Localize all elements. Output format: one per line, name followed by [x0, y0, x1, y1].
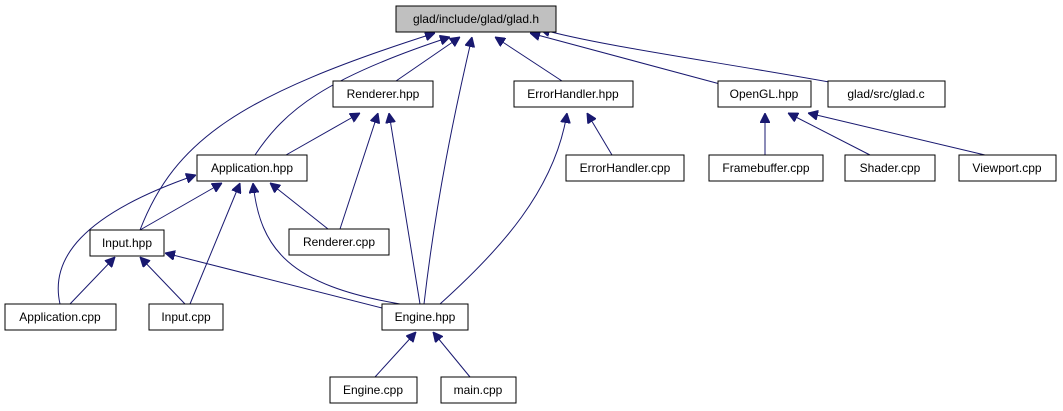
node-opengl-hpp[interactable]: OpenGL.hpp [717, 80, 812, 108]
dependency-edges [57, 29, 986, 378]
node-label: Framebuffer.cpp [722, 161, 809, 175]
node-label: Input.cpp [161, 310, 211, 324]
node-label: Engine.cpp [343, 383, 403, 397]
edge-engine-hpp-to-errorhandler-hpp [439, 113, 567, 305]
node-label: glad/src/glad.c [847, 87, 924, 101]
edge-input-hpp-to-glad-h [139, 33, 435, 231]
edge-errorhandler-cpp-to-errorhandler-hpp [587, 113, 613, 156]
node-label: main.cpp [454, 383, 503, 397]
node-label: Renderer.cpp [303, 235, 375, 249]
edge-main-cpp-to-engine-hpp [433, 332, 471, 378]
node-label: Application.hpp [211, 161, 293, 175]
file-nodes: glad/include/glad/glad.h Renderer.hpp Er… [4, 5, 1057, 404]
edge-glad-c-to-glad-h [540, 29, 841, 85]
node-viewport-cpp[interactable]: Viewport.cpp [958, 154, 1057, 182]
edge-shader-cpp-to-opengl-hpp [788, 113, 871, 156]
node-errorhandler-cpp[interactable]: ErrorHandler.cpp [565, 154, 685, 182]
edge-errorhandler-hpp-to-glad-h [495, 37, 563, 82]
node-errorhandler-hpp[interactable]: ErrorHandler.hpp [513, 80, 634, 108]
node-label: Viewport.cpp [972, 161, 1041, 175]
node-label: Renderer.hpp [347, 87, 420, 101]
edge-engine-hpp-to-glad-h [423, 37, 472, 305]
edge-application-cpp-to-application-hpp [57, 175, 196, 305]
edge-opengl-hpp-to-glad-h [530, 33, 721, 85]
node-label: Shader.cpp [860, 161, 921, 175]
edge-input-cpp-to-input-hpp [140, 257, 186, 305]
edge-input-cpp-to-application-hpp [189, 183, 240, 305]
node-framebuffer-cpp[interactable]: Framebuffer.cpp [708, 154, 824, 182]
node-label: ErrorHandler.cpp [580, 161, 671, 175]
node-glad-include-glad-glad-h[interactable]: glad/include/glad/glad.h [395, 5, 557, 33]
node-main-cpp[interactable]: main.cpp [440, 376, 517, 404]
node-label: Engine.hpp [395, 310, 456, 324]
edge-renderer-cpp-to-application-hpp [270, 183, 329, 230]
edge-application-cpp-to-input-hpp [69, 257, 115, 305]
node-input-cpp[interactable]: Input.cpp [148, 303, 224, 331]
node-label: Input.hpp [102, 236, 152, 250]
node-engine-cpp[interactable]: Engine.cpp [329, 376, 418, 404]
node-glad-src-glad-c[interactable]: glad/src/glad.c [827, 80, 946, 108]
node-application-cpp[interactable]: Application.cpp [4, 303, 117, 331]
edge-engine-hpp-to-application-hpp [253, 183, 401, 305]
node-renderer-hpp[interactable]: Renderer.hpp [332, 80, 434, 108]
node-renderer-cpp[interactable]: Renderer.cpp [288, 228, 390, 256]
node-engine-hpp[interactable]: Engine.hpp [381, 303, 469, 331]
edge-renderer-hpp-to-glad-h [395, 37, 460, 82]
node-application-hpp[interactable]: Application.hpp [196, 154, 308, 182]
edge-input-hpp-to-application-hpp [139, 183, 222, 231]
node-label: OpenGL.hpp [730, 87, 799, 101]
edge-application-hpp-to-glad-h [254, 37, 450, 156]
node-shader-cpp[interactable]: Shader.cpp [844, 154, 936, 182]
edge-engine-cpp-to-engine-hpp [374, 332, 416, 378]
edge-renderer-cpp-to-renderer-hpp [339, 113, 378, 230]
edge-engine-hpp-to-input-hpp [165, 253, 391, 311]
edge-viewport-cpp-to-opengl-hpp [808, 113, 986, 156]
node-label: glad/include/glad/glad.h [413, 12, 539, 26]
edge-engine-hpp-to-renderer-hpp [389, 113, 421, 305]
node-label: Application.cpp [19, 310, 101, 324]
node-label: ErrorHandler.hpp [527, 87, 619, 101]
node-input-hpp[interactable]: Input.hpp [89, 229, 165, 257]
edge-application-hpp-to-renderer-hpp [285, 113, 360, 156]
